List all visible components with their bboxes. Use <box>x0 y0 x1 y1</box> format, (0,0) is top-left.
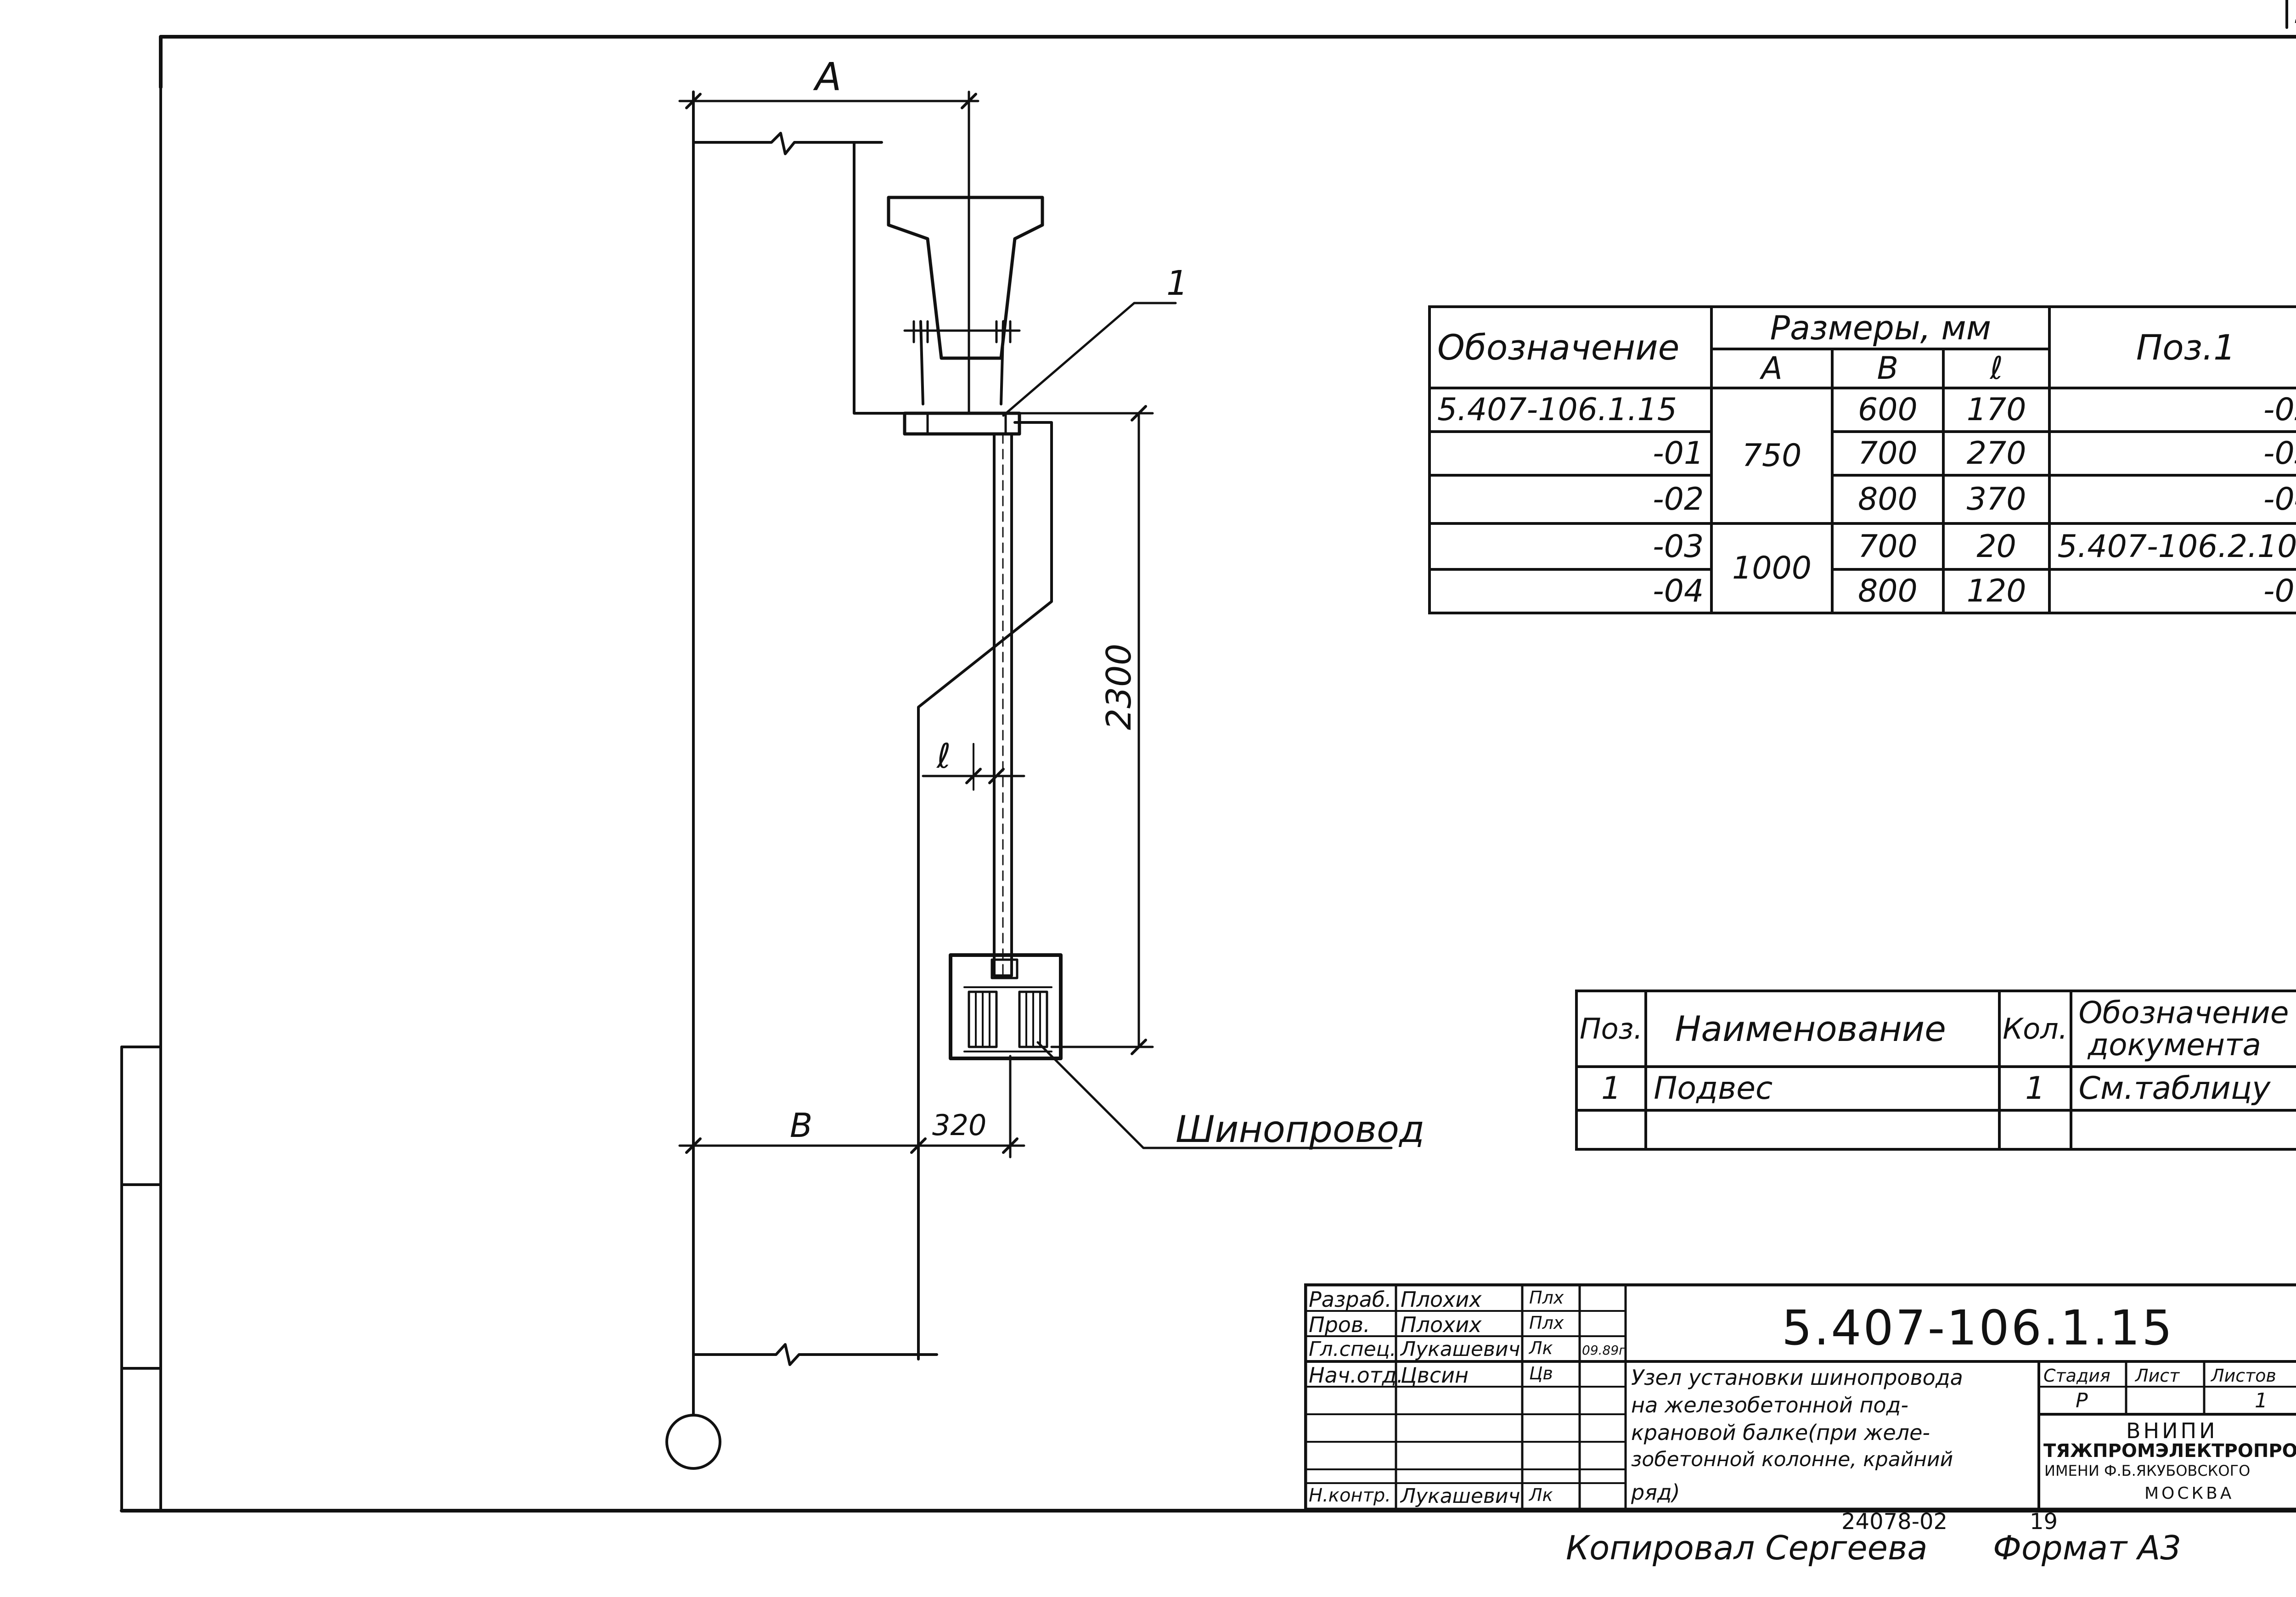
footer-archive-number: 24078-02 <box>1841 1509 1948 1535</box>
cell-designation: -01 <box>1428 430 1713 477</box>
tb-sign-6: Лк <box>1529 1485 1553 1505</box>
cell-b: 600 <box>1830 387 1945 433</box>
parts-col-qty: Кол. <box>1998 990 2072 1068</box>
tb-title-line4: зобетонной колонне, крайний <box>1631 1448 1953 1471</box>
parts-col-pos: Поз. <box>1575 990 1648 1068</box>
cell-l: 20 <box>1941 522 2051 571</box>
tb-sheets-label: Листов <box>2211 1366 2276 1386</box>
tb-name-6: Лукашевич <box>1401 1485 1520 1508</box>
tb-title-line3: крановой балке(при желе- <box>1631 1420 1930 1445</box>
tb-sheet-label: Лист <box>2135 1366 2180 1386</box>
cell-pos1: -02 <box>2048 387 2296 433</box>
tb-role-1: Пров. <box>1309 1312 1370 1337</box>
tb-sheets-value: 1 <box>2255 1389 2268 1412</box>
cell-designation: -02 <box>1428 474 1713 525</box>
tb-role-0: Разраб. <box>1309 1287 1392 1312</box>
table-row: -01 700 270 -03 <box>1428 430 2296 477</box>
tb-role-2: Гл.спец. <box>1309 1338 1396 1361</box>
frame-top-line <box>159 35 2296 89</box>
cell-l: 120 <box>1941 568 2051 614</box>
footer-copied-by: Копировал Сергеева <box>1566 1529 1928 1567</box>
dim-label-a: A <box>815 54 842 99</box>
parts-col-doc: Обозначение документа <box>2069 990 2296 1068</box>
cell-pos1: 5.407-106.2.10 <box>2048 522 2296 571</box>
tb-role-6: Н.контр. <box>1309 1485 1391 1506</box>
table-row: -02 800 370 -04 <box>1428 474 2296 525</box>
tb-org-line4: МОСКВА <box>2144 1484 2234 1503</box>
cell-l: 270 <box>1941 430 2051 477</box>
cell-designation: 5.407-106.1.15 <box>1428 387 1713 433</box>
tb-sign-3: Цв <box>1529 1363 1553 1383</box>
sizes-col-b: B <box>1830 348 1945 389</box>
sizes-col-designation: Обозначение <box>1428 305 1713 389</box>
sizes-col-pos1: Поз.1 <box>2048 305 2296 389</box>
cell-designation: -04 <box>1428 568 1713 614</box>
table-row <box>1575 1109 2296 1151</box>
tb-name-2: Лукашевич <box>1401 1338 1520 1361</box>
parts-table: Поз. Наименование Кол. Обозначение докум… <box>1575 990 2296 1151</box>
tb-name-0: Плохих <box>1401 1287 1482 1312</box>
sizes-col-l: ℓ <box>1941 348 2051 389</box>
tb-role-3: Нач.отд. <box>1309 1363 1403 1388</box>
tb-sign-2: Лк <box>1529 1338 1553 1358</box>
cell-name: Подвес <box>1644 1065 2001 1112</box>
cell-pos1: -01 <box>2048 568 2296 614</box>
footer-format: Формат А3 <box>1993 1529 2182 1567</box>
table-row: 5.407-106.1.15 750 600 170 -02 <box>1428 387 2296 525</box>
tb-org-line3: ИМЕНИ Ф.Б.ЯКУБОВСКОГО <box>2044 1462 2251 1479</box>
tb-title-line1: Узел установки шинопровода <box>1631 1365 1963 1390</box>
leader-label-1: 1 <box>1166 264 1188 303</box>
table-row: -04 800 120 -01 <box>1428 568 2296 614</box>
sheet-number: 18 <box>2294 0 2296 28</box>
sizes-col-a: A <box>1710 348 1834 389</box>
tb-name-1: Плохих <box>1401 1312 1482 1337</box>
cell-l: 170 <box>1941 387 2051 433</box>
tb-stage-label: Стадия <box>2043 1366 2110 1386</box>
tb-title-line5: ряд) <box>1631 1480 1680 1505</box>
cell-doc: См.таблицу <box>2069 1065 2296 1112</box>
table-row: -03 1000 700 20 5.407-106.2.10 <box>1428 522 2296 614</box>
cell-b: 700 <box>1830 430 1945 477</box>
sizes-table: Обозначение Размеры, мм Поз.1 A B ℓ 5.40… <box>1428 305 2296 614</box>
mounting-plate <box>903 411 1021 436</box>
busbar-label: Шинопровод <box>1176 1108 1425 1151</box>
cell-designation: -03 <box>1428 522 1713 571</box>
tb-date-2: 09.89г <box>1582 1343 1626 1358</box>
cell-b: 800 <box>1830 474 1945 525</box>
cell-l: 370 <box>1941 474 2051 525</box>
cell-pos1: -04 <box>2048 474 2296 525</box>
axis-marker <box>665 1414 721 1470</box>
tb-org-line2: ТЯЖПРОМЭЛЕКТРОПРОЕКТ <box>2043 1440 2296 1462</box>
table-row: 1 Подвес 1 См.таблицу <box>1575 1065 2296 1112</box>
tb-stage-value: Р <box>2076 1389 2088 1412</box>
crane-beam-head <box>887 196 1044 360</box>
footer-page: 19 <box>2030 1509 2058 1535</box>
tb-sign-1: Плх <box>1529 1313 1564 1333</box>
tb-doc-number: 5.407-106.1.15 <box>1782 1300 2174 1356</box>
tb-name-3: Цвсин <box>1401 1363 1469 1388</box>
dim-label-l: ℓ <box>937 737 951 776</box>
cell-qty: 1 <box>1998 1065 2072 1112</box>
cell-pos: 1 <box>1575 1065 1648 1112</box>
column-profile <box>917 421 1053 1361</box>
parts-col-name: Наименование <box>1644 990 2001 1068</box>
tb-org-line1: ВНИПИ <box>2126 1418 2218 1443</box>
column-outline <box>853 141 970 415</box>
tb-title-line2: на железобетонной под- <box>1631 1393 1908 1417</box>
parts-col-doc-line1: Обозначение <box>2078 995 2289 1031</box>
dim-label-b: B <box>790 1106 813 1145</box>
busbar-box <box>949 953 1063 1060</box>
cell-a-group-1000: 1000 <box>1710 522 1834 614</box>
dim-label-2300: 2300 <box>1099 643 1139 730</box>
cell-pos1: -03 <box>2048 430 2296 477</box>
parts-col-doc-line2: документа <box>2088 1027 2261 1063</box>
tb-sign-0: Плх <box>1529 1288 1564 1308</box>
cell-a-group-750: 750 <box>1710 387 1834 525</box>
cell-b: 800 <box>1830 568 1945 614</box>
title-block: Разраб. Плохих Плх Пров. Плохих Плх Гл.с… <box>1304 1283 2296 1511</box>
dim-label-320: 320 <box>932 1108 987 1142</box>
sizes-col-sizes: Размеры, мм <box>1710 305 2051 350</box>
cell-b: 700 <box>1830 522 1945 571</box>
